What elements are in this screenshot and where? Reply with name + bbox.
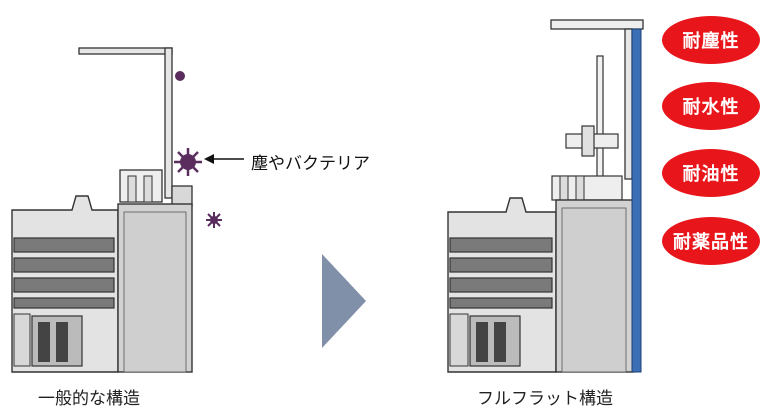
mounting-clamp xyxy=(119,169,163,203)
mounting-rod xyxy=(596,55,604,197)
bezel-step xyxy=(171,185,193,207)
badge-water-resistance: 耐水性 xyxy=(662,82,760,130)
panel-wall xyxy=(624,28,633,180)
badge-chemical-resistance: 耐薬品性 xyxy=(662,217,760,265)
panel-bracket-vertical xyxy=(164,47,173,199)
cooling-ribs xyxy=(13,237,115,309)
mounting-clamp-flat xyxy=(551,125,623,201)
bacteria-particle-small xyxy=(206,212,222,228)
caption-general-structure: 一般的な構造 xyxy=(38,389,140,409)
terminal-connector-flat xyxy=(449,313,521,367)
dust-bacteria-label: 塵やバクテリア xyxy=(251,154,370,174)
panel-bracket-top-flat xyxy=(550,19,644,30)
badge-oil-resistance: 耐油性 xyxy=(662,149,760,197)
dust-particle xyxy=(175,71,185,81)
badge-dust-resistance: 耐塵性 xyxy=(662,16,760,64)
transition-arrow xyxy=(322,254,366,348)
caption-full-flat-structure: フルフラット構造 xyxy=(477,389,613,409)
panel-bracket-top xyxy=(78,47,173,55)
flat-front-surface xyxy=(631,28,642,373)
general-structure-figure xyxy=(11,47,244,373)
callout-arrow xyxy=(204,154,244,164)
full-flat-structure-figure xyxy=(447,19,644,373)
terminal-connector xyxy=(13,313,83,367)
cooling-ribs-flat xyxy=(449,237,553,309)
bacteria-particle xyxy=(174,148,202,176)
